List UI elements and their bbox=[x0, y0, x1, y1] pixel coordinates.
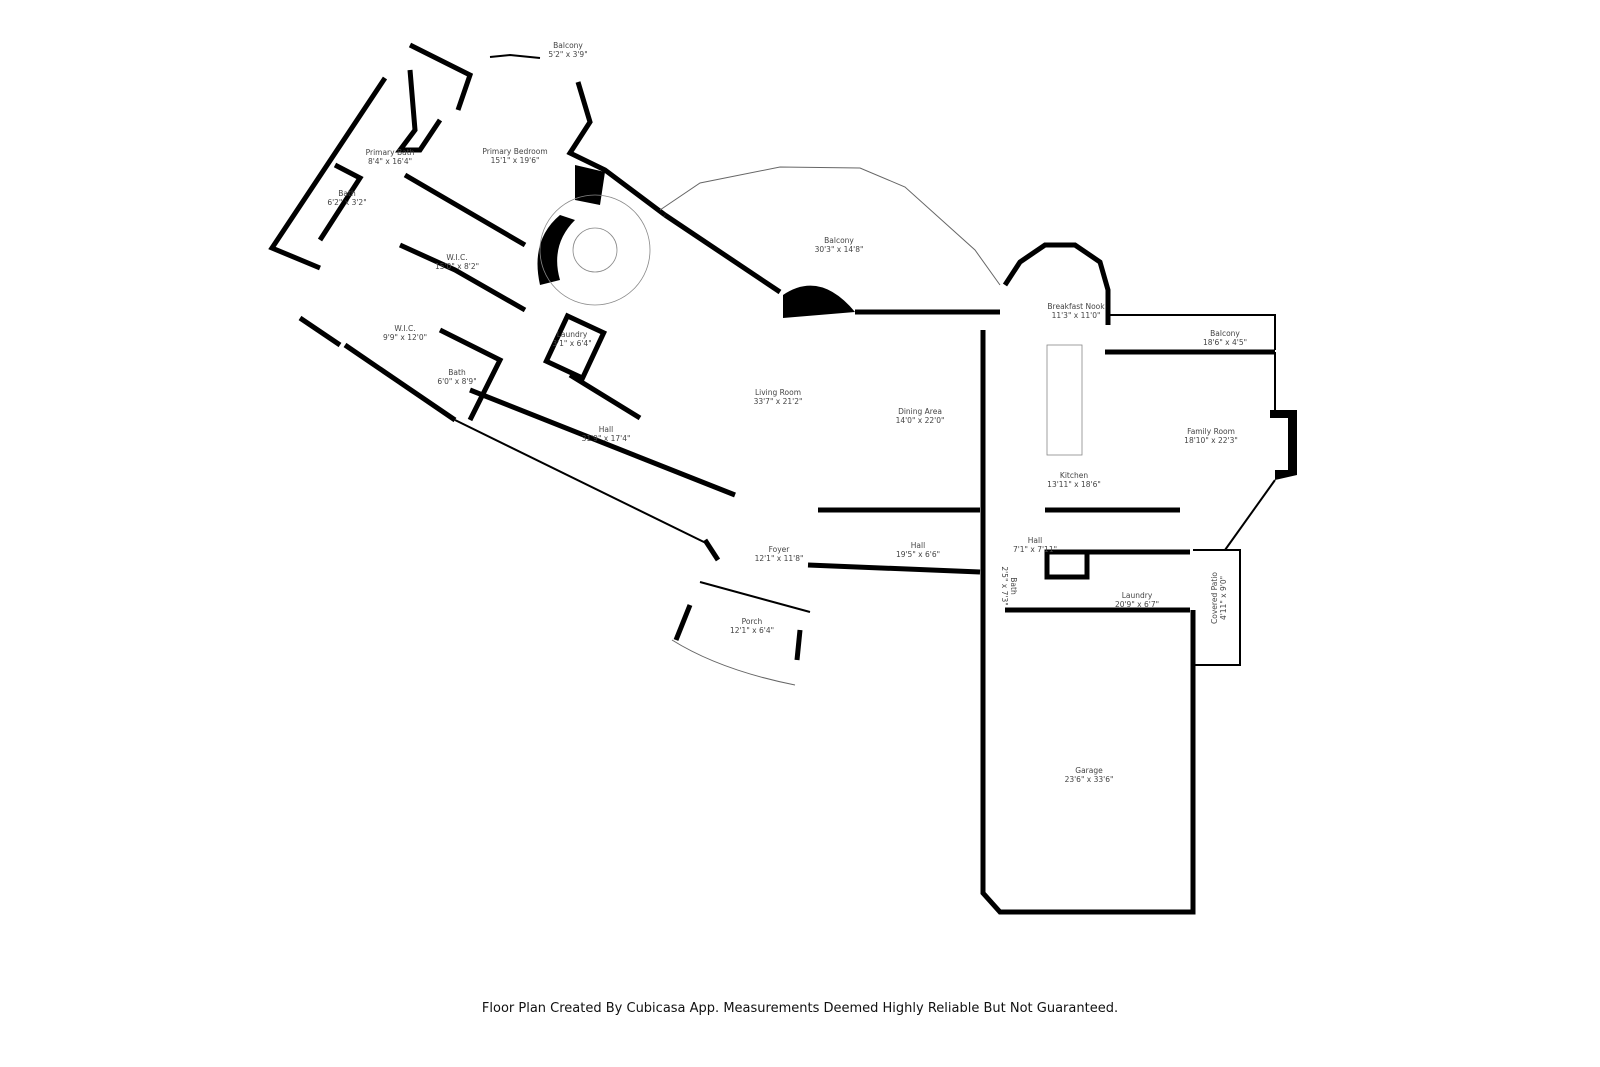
room-name: Laundry bbox=[1122, 591, 1153, 600]
room-dims: 20'9" x 6'7" bbox=[1115, 600, 1159, 609]
room-dims: 19'5" x 6'6" bbox=[896, 550, 940, 559]
room-name: Porch bbox=[742, 617, 763, 626]
room-name: Dining Area bbox=[898, 407, 942, 416]
room-dims: 6'0" x 8'9" bbox=[437, 377, 476, 386]
room-labels: Balcony 5'2" x 3'9" Primary Bedroom 15'1… bbox=[327, 41, 1247, 784]
room-dims: 30'3" x 14'8" bbox=[815, 245, 864, 254]
room-name: Hall bbox=[1028, 536, 1042, 545]
room-name: Balcony bbox=[553, 41, 583, 50]
room-name: Foyer bbox=[769, 545, 791, 554]
room-dims: 18'10" x 22'3" bbox=[1184, 436, 1238, 445]
room-dims: 9'9" x 12'0" bbox=[383, 333, 427, 342]
room-name: Bath bbox=[448, 368, 466, 377]
room-dims: 13'11" x 18'6" bbox=[1047, 480, 1101, 489]
room-dims: 8'4" x 16'4" bbox=[368, 157, 412, 166]
room-name: Kitchen bbox=[1060, 471, 1088, 480]
room-name: Breakfast Nook bbox=[1047, 302, 1105, 311]
room-dims: 4'11" x 9'0" bbox=[1219, 576, 1228, 620]
room-dims: 31'9" x 17'4" bbox=[582, 434, 631, 443]
room-dims: 12'1" x 11'8" bbox=[755, 554, 804, 563]
room-name: Primary Bath bbox=[366, 148, 415, 157]
room-name: Family Room bbox=[1187, 427, 1235, 436]
room-name: W.I.C. bbox=[446, 253, 467, 262]
room-dims: 12'1" x 6'4" bbox=[730, 626, 774, 635]
room-name: W.I.C. bbox=[394, 324, 415, 333]
room-dims: 7'1" x 7'11" bbox=[1013, 545, 1057, 554]
room-dims: 3'1" x 6'4" bbox=[552, 339, 591, 348]
walls bbox=[268, 42, 1297, 915]
room-name: Primary Bedroom bbox=[482, 147, 547, 156]
room-name: Living Room bbox=[755, 388, 801, 397]
room-dims: 18'6" x 4'5" bbox=[1203, 338, 1247, 347]
room-name: Laundry bbox=[557, 330, 588, 339]
room-dims: 2'5" x 7'3" bbox=[1000, 566, 1009, 605]
room-name: Balcony bbox=[824, 236, 854, 245]
room-dims: 15'0" x 8'2" bbox=[435, 262, 479, 271]
room-name: Hall bbox=[599, 425, 613, 434]
room-dims: 11'3" x 11'0" bbox=[1052, 311, 1101, 320]
room-name: Covered Patio bbox=[1210, 572, 1219, 624]
room-dims: 33'7" x 21'2" bbox=[754, 397, 803, 406]
room-dims: 5'2" x 3'9" bbox=[548, 50, 587, 59]
room-dims: 14'0" x 22'0" bbox=[896, 416, 945, 425]
room-dims: 6'2" x 3'2" bbox=[327, 198, 366, 207]
room-dims: 23'6" x 33'6" bbox=[1065, 775, 1114, 784]
room-name: Bath bbox=[338, 189, 356, 198]
room-name: Balcony bbox=[1210, 329, 1240, 338]
room-name: Bath bbox=[1009, 577, 1018, 595]
disclaimer-footer: Floor Plan Created By Cubicasa App. Meas… bbox=[481, 1001, 1119, 1016]
room-dims: 15'1" x 19'6" bbox=[491, 156, 540, 165]
room-name: Hall bbox=[911, 541, 925, 550]
room-name: Garage bbox=[1075, 766, 1103, 775]
